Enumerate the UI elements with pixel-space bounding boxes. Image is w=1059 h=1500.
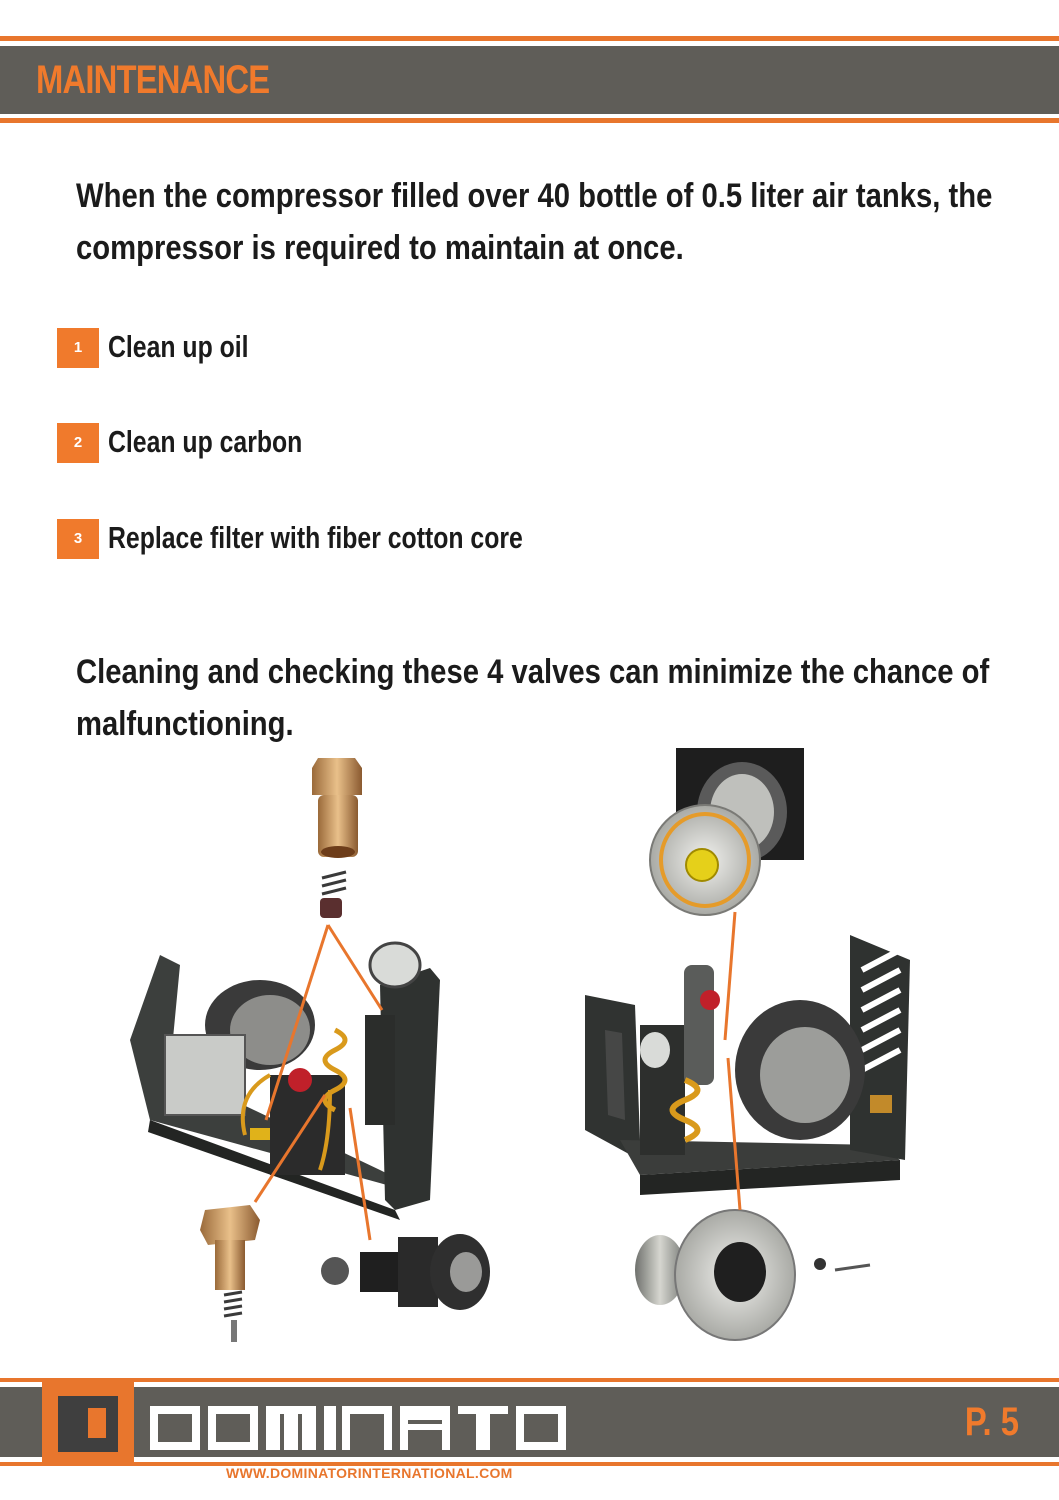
step-item: 3 Replace filter with fiber cotton core [57,517,757,559]
valves-note: Cleaning and checking these 4 valves can… [76,653,990,743]
dominator-logo [42,1382,566,1466]
left-valve-parts [200,758,490,1342]
header-top-rule [0,36,1059,41]
website-url[interactable]: WWW.DOMINATORINTERNATIONAL.COM [226,1465,513,1481]
step-label: Clean up oil [108,329,249,364]
footer-bottom-rule [0,1462,1059,1466]
right-valve-parts [635,748,871,1341]
compressor-valves-illustration [130,748,910,1342]
step-number-badge: 3 [57,519,99,559]
step-label: Replace filter with fiber cotton core [108,520,523,555]
header-bottom-rule [0,118,1059,123]
footer-top-rule [0,1378,1059,1382]
page-title: MAINTENANCE [36,58,270,102]
right-pointer-lines [723,911,742,1211]
step-item: 1 Clean up oil [57,326,757,368]
step-number-badge: 1 [57,328,99,368]
header-band [0,36,1059,124]
step-label: Clean up carbon [108,424,303,459]
left-compressor [130,941,440,1220]
header-bar [0,46,1059,114]
step-item: 2 Clean up carbon [57,421,757,463]
right-compressor [585,935,910,1195]
page-number: P. 5 [964,1400,1019,1444]
left-pointer-lines [253,924,384,1241]
footer: P. 5 WWW.DOMINATORINTERNATIONAL.COM [0,1378,1059,1500]
step-number-badge: 2 [57,423,99,463]
intro-text: When the compressor filled over 40 bottl… [76,177,993,267]
